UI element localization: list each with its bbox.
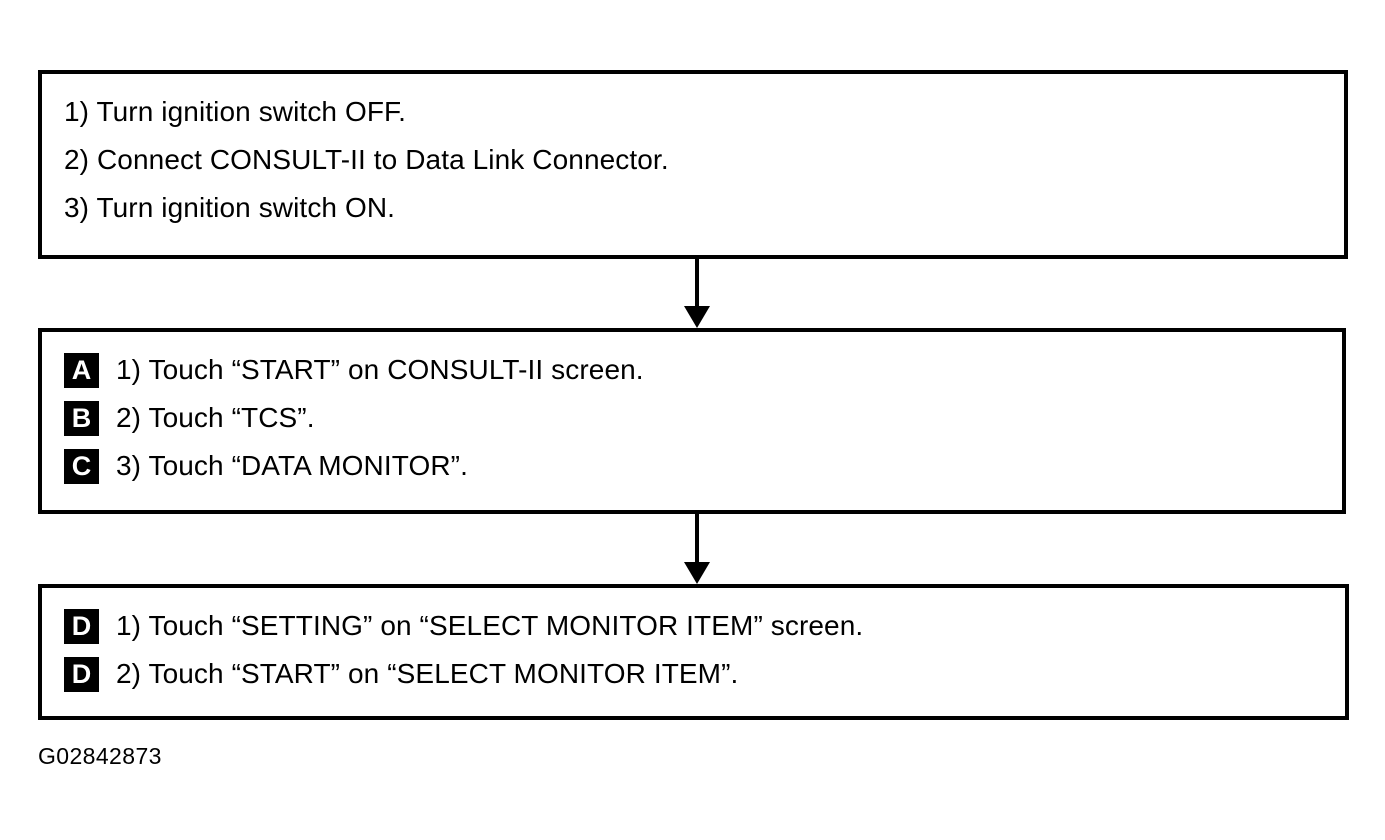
step-box-3: D 1) Touch “SETTING” on “SELECT MONITOR … bbox=[38, 584, 1349, 720]
badge-letter-b: B bbox=[64, 400, 99, 436]
badge-label: A bbox=[71, 354, 92, 385]
step-box-2: A 1) Touch “START” on CONSULT-II screen.… bbox=[38, 328, 1346, 514]
arrow-down-icon bbox=[684, 259, 710, 328]
badge-letter-c: C bbox=[64, 448, 99, 484]
badge-label: D bbox=[71, 658, 92, 689]
arrow-head bbox=[684, 306, 710, 328]
step-box-2-content: A 1) Touch “START” on CONSULT-II screen.… bbox=[64, 346, 1332, 490]
step-box-1: 1) Turn ignition switch OFF. 2) Connect … bbox=[38, 70, 1348, 259]
step-box-3-content: D 1) Touch “SETTING” on “SELECT MONITOR … bbox=[64, 602, 1335, 698]
step-text: 3) Touch “DATA MONITOR”. bbox=[116, 450, 468, 481]
badge-label: C bbox=[71, 450, 92, 481]
arrow-head bbox=[684, 562, 710, 584]
step-line: 1) Turn ignition switch OFF. bbox=[64, 88, 1334, 136]
badge-letter-a: A bbox=[64, 352, 99, 388]
step-text: 2) Touch “START” on “SELECT MONITOR ITEM… bbox=[116, 658, 739, 689]
step-line: 3) Turn ignition switch ON. bbox=[64, 184, 1334, 232]
step-box-1-content: 1) Turn ignition switch OFF. 2) Connect … bbox=[64, 88, 1334, 232]
arrow-down-icon bbox=[684, 514, 710, 584]
step-line: A 1) Touch “START” on CONSULT-II screen. bbox=[64, 346, 1332, 394]
step-text: 3) Turn ignition switch ON. bbox=[64, 192, 396, 223]
arrow-shaft bbox=[695, 514, 699, 565]
step-line: 2) Connect CONSULT-II to Data Link Conne… bbox=[64, 136, 1334, 184]
badge-label: D bbox=[71, 610, 92, 641]
step-line: D 2) Touch “START” on “SELECT MONITOR IT… bbox=[64, 650, 1335, 698]
step-text: 2) Connect CONSULT-II to Data Link Conne… bbox=[64, 144, 669, 175]
step-text: 1) Touch “SETTING” on “SELECT MONITOR IT… bbox=[116, 610, 864, 641]
figure-caption: G02842873 bbox=[38, 743, 162, 769]
step-line: C 3) Touch “DATA MONITOR”. bbox=[64, 442, 1332, 490]
step-text: 1) Turn ignition switch OFF. bbox=[64, 96, 407, 127]
step-line: D 1) Touch “SETTING” on “SELECT MONITOR … bbox=[64, 602, 1335, 650]
step-line: B 2) Touch “TCS”. bbox=[64, 394, 1332, 442]
step-text: 1) Touch “START” on CONSULT-II screen. bbox=[116, 354, 644, 385]
step-text: 2) Touch “TCS”. bbox=[116, 402, 315, 433]
arrow-shaft bbox=[695, 259, 699, 309]
badge-letter-d: D bbox=[64, 656, 99, 692]
badge-label: B bbox=[71, 402, 92, 433]
badge-letter-d: D bbox=[64, 608, 99, 644]
